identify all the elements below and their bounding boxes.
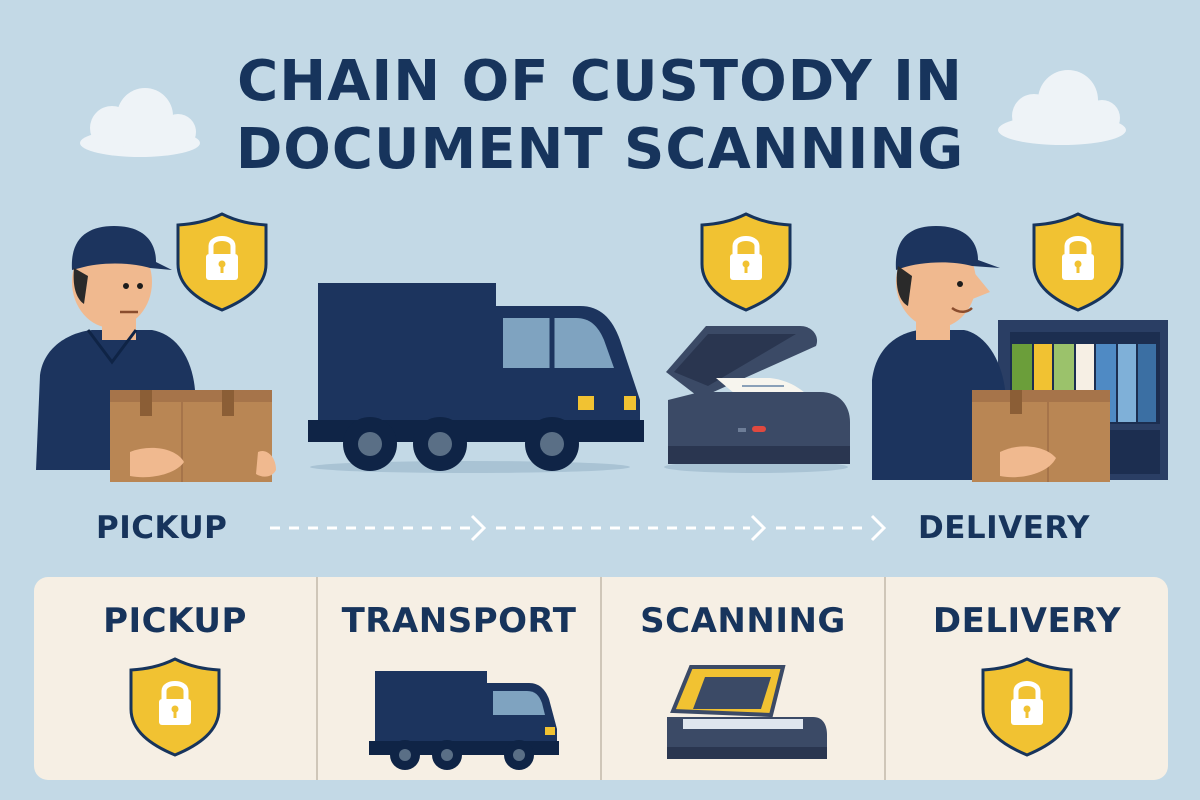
- step-label: DELIVERY: [932, 601, 1122, 641]
- shield-lock-icon: [981, 657, 1073, 757]
- cloud-left-icon: [80, 88, 200, 157]
- courier-delivery-icon: [872, 226, 1168, 482]
- truck-icon: [369, 671, 559, 770]
- steps-panel: PICKUP TRANSPORT SCANNING: [34, 577, 1168, 780]
- shield-lock-icon: [1034, 214, 1122, 310]
- flow-arrow: [270, 514, 887, 542]
- truck-icon: [308, 283, 644, 473]
- flow-end-label: DELIVERY: [918, 510, 1090, 546]
- step-scanning: SCANNING: [600, 577, 884, 780]
- cloud-right-icon: [998, 70, 1126, 145]
- scanner-icon: [667, 665, 827, 759]
- step-label: SCANNING: [640, 601, 846, 641]
- step-delivery: DELIVERY: [884, 577, 1168, 780]
- step-label: PICKUP: [103, 601, 247, 641]
- step-label: TRANSPORT: [341, 601, 577, 641]
- step-pickup: PICKUP: [34, 577, 316, 780]
- shield-lock-icon: [129, 657, 221, 757]
- shield-lock-icon: [178, 214, 266, 310]
- scanner-icon: [664, 326, 850, 473]
- courier-pickup-icon: [36, 226, 276, 482]
- flow-start-label: PICKUP: [96, 510, 228, 546]
- shield-lock-icon: [702, 214, 790, 310]
- title-line-1: CHAIN OF CUSTODY IN: [237, 49, 963, 114]
- step-transport: TRANSPORT: [316, 577, 600, 780]
- title-line-2: DOCUMENT SCANNING: [235, 117, 965, 182]
- page-title: CHAIN OF CUSTODY IN DOCUMENT SCANNING: [0, 48, 1200, 184]
